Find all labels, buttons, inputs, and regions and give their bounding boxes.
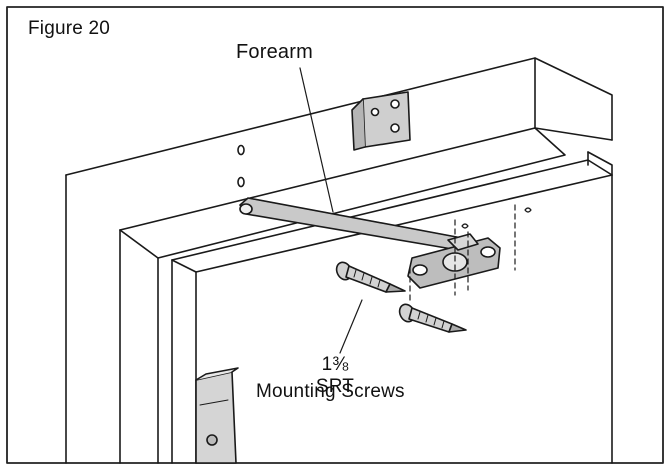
screw-type-label: Mounting Screws: [256, 381, 405, 402]
forearm-label: Forearm: [236, 41, 313, 63]
mounting-bracket: [351, 91, 411, 151]
door: [171, 151, 613, 464]
frame-header: [65, 57, 613, 464]
figure-border: [6, 6, 664, 464]
forearm: [239, 197, 463, 251]
mounting-screw-upper: [335, 261, 406, 293]
figure-title: Figure 20: [28, 18, 111, 39]
pilot-holes: [461, 207, 532, 229]
screw-size-label: 1⅜ SRT: [315, 354, 355, 397]
alignment-lines: [409, 204, 516, 301]
frame-holes: [237, 144, 245, 188]
closer-body-partial: [195, 367, 239, 464]
mounting-screw-lower: [398, 303, 467, 333]
leader-lines: [299, 67, 363, 354]
